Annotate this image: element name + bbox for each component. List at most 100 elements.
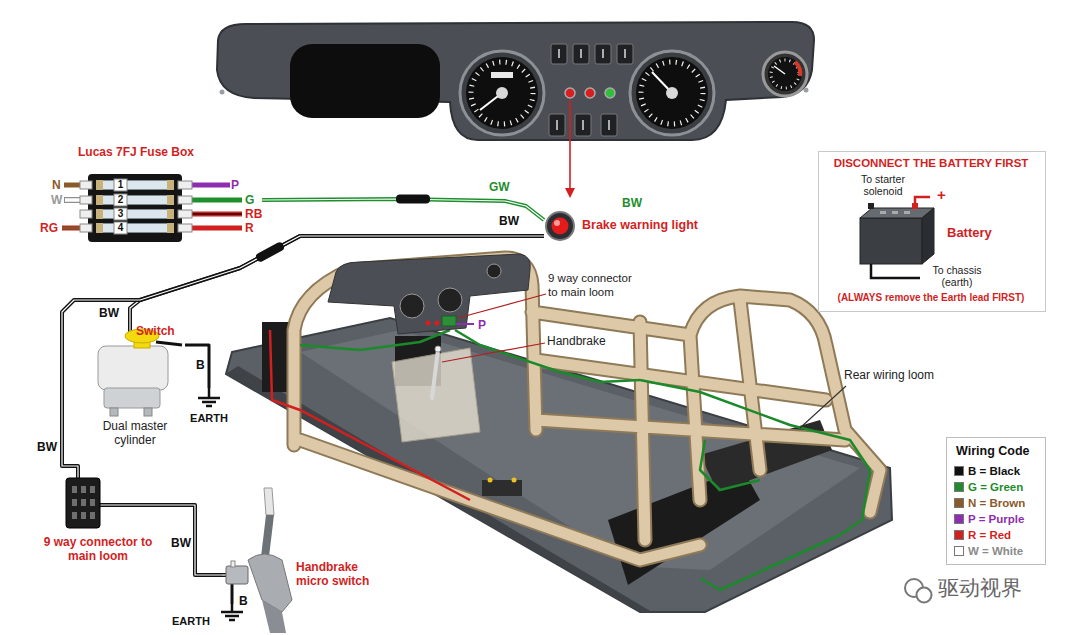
switch-body bbox=[226, 566, 248, 584]
wire-sleeve bbox=[255, 195, 430, 264]
wire-tracer bbox=[62, 236, 544, 478]
car-dashboard bbox=[435, 321, 440, 326]
tachometer bbox=[636, 57, 708, 129]
red-wire bbox=[270, 330, 470, 500]
watermark-icon bbox=[905, 579, 932, 603]
fuse-glass bbox=[98, 210, 172, 219]
speedometer bbox=[460, 51, 544, 135]
fuse-base bbox=[88, 174, 182, 242]
wire-run bbox=[168, 505, 222, 575]
part-label: Handbrake bbox=[547, 334, 606, 348]
battery-warning-panel: DISCONNECT THE BATTERY FIRSTTo starter s… bbox=[818, 151, 1046, 312]
car-handbrake bbox=[432, 350, 438, 398]
fuse-cap bbox=[96, 209, 103, 219]
legend-swatch bbox=[954, 482, 964, 492]
speedometer bbox=[471, 62, 533, 124]
fuse-number-plate bbox=[114, 222, 127, 234]
car-dashboard bbox=[487, 264, 501, 278]
fuse-terminal bbox=[178, 210, 192, 218]
handbrake-lever bbox=[248, 488, 292, 633]
connector-body bbox=[66, 478, 100, 528]
wire-code: BW bbox=[98, 306, 120, 320]
dash-switch bbox=[558, 49, 560, 58]
warning-light bbox=[565, 88, 615, 98]
chassis-box bbox=[488, 478, 493, 483]
handbrake-lever bbox=[264, 488, 274, 515]
wire-code: BW bbox=[498, 214, 520, 228]
legend-text: P = Purple bbox=[968, 513, 1024, 525]
battery-illustration bbox=[860, 197, 934, 278]
speedometer bbox=[491, 72, 513, 78]
fuse-number: 1 bbox=[114, 180, 127, 190]
micro-switch: Handbrake micro switch bbox=[222, 556, 383, 596]
node-label: EARTH bbox=[172, 615, 210, 628]
legend-row: P = Purple bbox=[954, 511, 1024, 526]
fuse-glass bbox=[98, 196, 172, 205]
battery-illustration bbox=[892, 211, 898, 214]
red-black-wire-tracer bbox=[188, 213, 242, 215]
pointer-arrow bbox=[565, 100, 575, 198]
small-gauge bbox=[763, 52, 807, 96]
connector-pin bbox=[90, 499, 95, 506]
node-label: Brake warning light bbox=[582, 218, 698, 232]
legend-swatch bbox=[954, 466, 964, 476]
connector-pin bbox=[90, 486, 95, 493]
green-wiring-loom bbox=[700, 440, 760, 490]
red-black-wire bbox=[188, 212, 242, 217]
chassis-box bbox=[512, 478, 517, 483]
dashboard-panel bbox=[804, 88, 809, 93]
dash-switch bbox=[617, 44, 633, 64]
node-text: + bbox=[937, 186, 946, 203]
wire-code: G bbox=[245, 194, 254, 206]
connector-pin bbox=[81, 499, 86, 506]
node-label: Handbrake micro switch bbox=[296, 561, 380, 589]
reservoir bbox=[98, 346, 168, 390]
fuse-number-plate bbox=[114, 194, 127, 206]
fuse-cap bbox=[96, 223, 103, 233]
fuse-glass bbox=[98, 224, 172, 233]
leader-line bbox=[442, 343, 545, 362]
connector-pin bbox=[81, 486, 86, 493]
fuse-terminal bbox=[178, 224, 192, 232]
wire-code: BW bbox=[170, 536, 192, 550]
warning-light bbox=[585, 88, 595, 98]
battery-illustration bbox=[904, 211, 910, 214]
car-connector bbox=[456, 323, 474, 325]
wire-run bbox=[62, 236, 544, 478]
wire-connector bbox=[231, 596, 234, 604]
connector-pin bbox=[81, 512, 86, 519]
car-dashboard bbox=[328, 254, 530, 334]
speedometer bbox=[466, 57, 538, 129]
dash-switch bbox=[595, 44, 611, 64]
dash-switch bbox=[580, 49, 582, 58]
wire-code: BW bbox=[622, 196, 642, 210]
fuse-terminal bbox=[80, 196, 92, 204]
wire-connector bbox=[168, 505, 222, 575]
node-label: EARTH bbox=[185, 412, 233, 425]
fuse-number: 4 bbox=[114, 223, 127, 233]
dash-switch bbox=[608, 120, 610, 130]
green-wiring-loom bbox=[300, 330, 450, 350]
earth-bar bbox=[206, 405, 212, 408]
small-gauge bbox=[763, 52, 807, 96]
battery-illustration bbox=[868, 203, 874, 209]
battery-illustration bbox=[915, 197, 930, 203]
car-dashboard bbox=[400, 294, 424, 318]
dash-switch bbox=[549, 114, 565, 136]
legend-row: B = Black bbox=[954, 463, 1020, 478]
green-wiring-loom bbox=[300, 330, 870, 590]
dash-switch bbox=[556, 120, 558, 130]
wire-tracer bbox=[168, 505, 222, 575]
fuse-cap bbox=[167, 195, 174, 205]
watermark: 驱动视界 bbox=[938, 576, 1022, 601]
legend-row: R = Red bbox=[954, 527, 1011, 542]
legend-row: N = Brown bbox=[954, 495, 1025, 510]
connector-block: 9 way connector to main loom bbox=[28, 478, 168, 573]
switch-plunger bbox=[231, 561, 235, 567]
battery-illustration bbox=[871, 264, 920, 278]
switch-earth-lead bbox=[156, 342, 182, 345]
legend-row: W = White bbox=[954, 543, 1023, 558]
seat-panel bbox=[392, 348, 480, 442]
